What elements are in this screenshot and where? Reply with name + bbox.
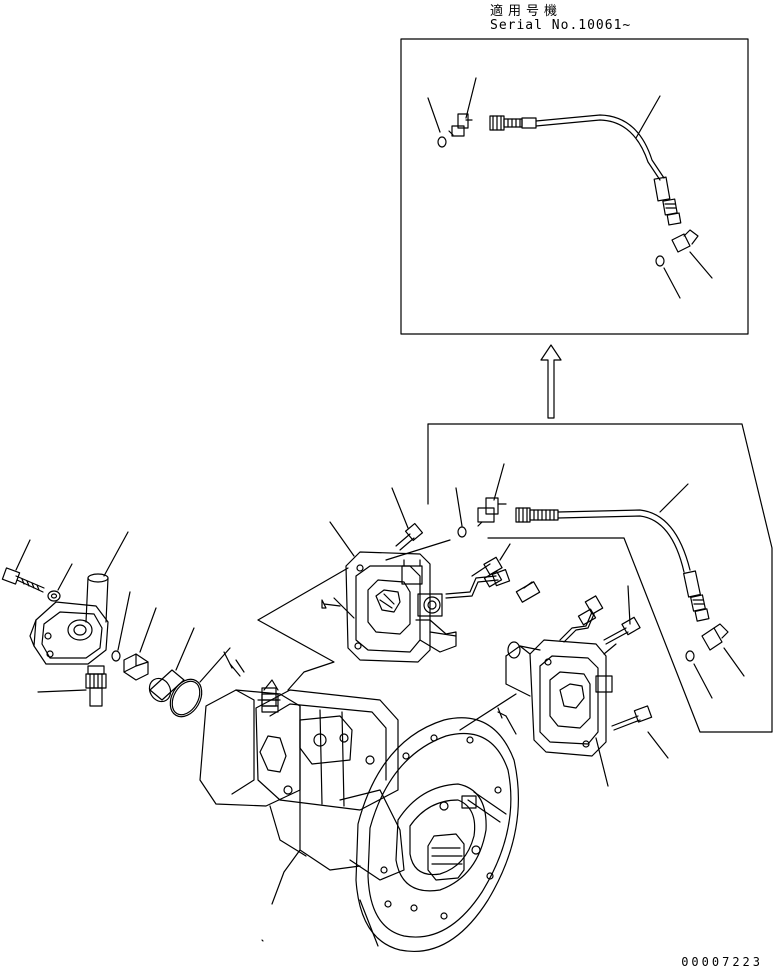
relief-valve (38, 666, 106, 706)
mounting-flange (356, 718, 518, 952)
controller-right (460, 586, 668, 786)
bolt-left (2, 540, 44, 592)
arrow-up (541, 345, 561, 418)
large-oring (164, 648, 230, 722)
speck (262, 940, 263, 941)
tube-coupling (86, 532, 128, 622)
small-oring (112, 592, 130, 661)
inset-hose-end (654, 177, 681, 225)
controller-left (322, 488, 540, 662)
callout-outline (428, 424, 772, 732)
inset-hose (536, 115, 664, 178)
washer-left (48, 564, 72, 601)
plug-fitting (262, 694, 278, 712)
detail-inset-box (401, 39, 748, 334)
guide-lines-left (258, 540, 450, 690)
drawing-code: 00007223 (681, 955, 763, 969)
inset-oring-right (656, 256, 664, 266)
inset-oring-left (438, 137, 446, 147)
inset-elbow-bottom (672, 230, 698, 252)
inset-elbow-fitting (449, 114, 472, 136)
serial-number-caption: Serial No.10061~ (490, 18, 632, 33)
coupling-block (124, 608, 156, 680)
callout-parts (456, 464, 744, 698)
inset-hose-nut (490, 116, 536, 130)
main-pump-body (200, 652, 404, 904)
applicable-serial-caption: 適用号機 (490, 4, 563, 19)
collar (145, 628, 194, 705)
gear-pump-cover (30, 602, 108, 664)
